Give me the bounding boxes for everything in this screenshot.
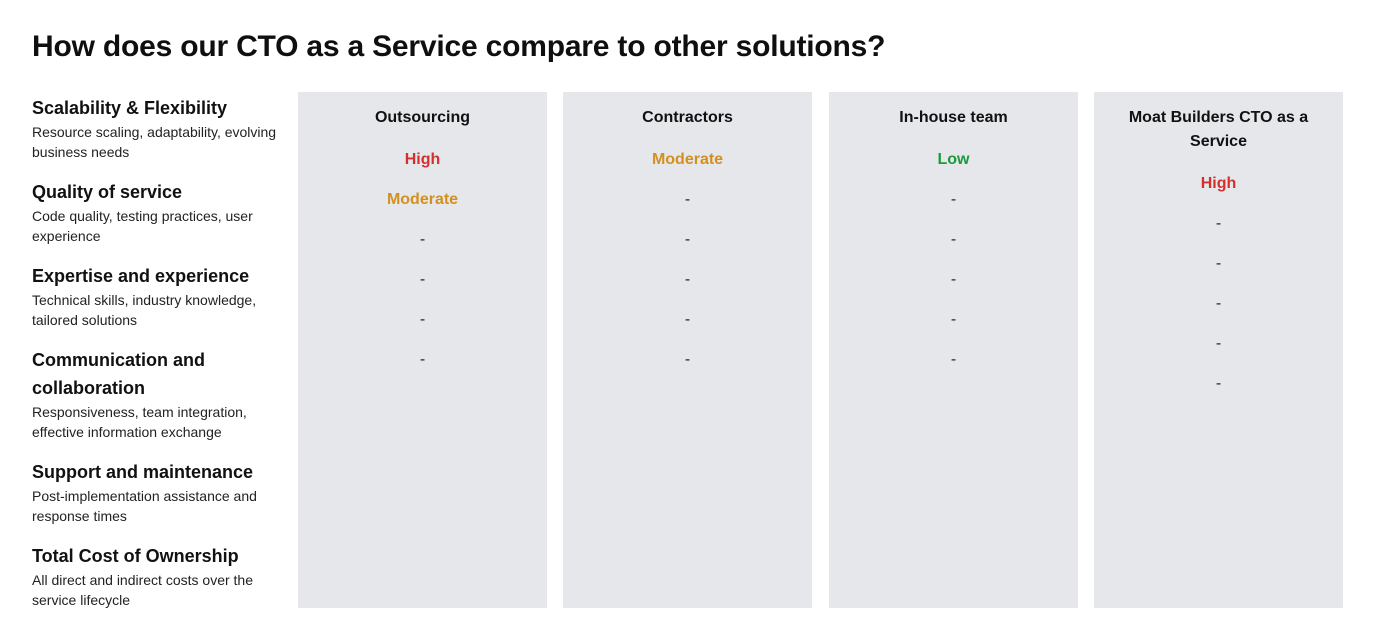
rating-cell: - bbox=[684, 351, 691, 368]
rating-cell: - bbox=[684, 271, 691, 288]
criterion-title: Quality of service bbox=[32, 182, 183, 202]
criterion-title: Total Cost of Ownership bbox=[32, 546, 239, 566]
rating-cell: - bbox=[950, 191, 957, 208]
rating-cell: - bbox=[950, 311, 957, 328]
rating-cell: Moderate bbox=[386, 191, 459, 208]
criterion-title: Communication and collaboration bbox=[32, 350, 206, 398]
rating-cell: - bbox=[1215, 375, 1222, 392]
criterion-expertise: Expertise and experience Technical skill… bbox=[32, 262, 282, 330]
criterion-description: Technical skills, industry knowledge, ta… bbox=[32, 292, 257, 328]
rating-cell: - bbox=[1215, 215, 1222, 232]
page-title: How does our CTO as a Service compare to… bbox=[32, 30, 886, 63]
criterion-scalability: Scalability & Flexibility Resource scali… bbox=[32, 94, 282, 162]
column-header: Outsourcing bbox=[374, 109, 471, 126]
rating-cell: - bbox=[419, 271, 426, 288]
criterion-title: Support and maintenance bbox=[32, 462, 254, 482]
rating-cell: Moderate bbox=[651, 151, 724, 168]
criterion-communication: Communication and collaboration Responsi… bbox=[32, 346, 247, 442]
criterion-description: Code quality, testing practices, user ex… bbox=[32, 208, 253, 244]
criterion-total-cost: Total Cost of Ownership All direct and i… bbox=[32, 542, 282, 610]
rating-cell: - bbox=[419, 351, 426, 368]
rating-cell: - bbox=[684, 231, 691, 248]
criterion-description: Resource scaling, adaptability, evolving… bbox=[32, 124, 277, 160]
rating-cell: - bbox=[1215, 295, 1222, 312]
rating-cell: High bbox=[404, 151, 441, 168]
rating-cell: High bbox=[1200, 175, 1237, 192]
rating-cell: - bbox=[684, 311, 691, 328]
column-header: Contractors bbox=[642, 109, 733, 126]
rating-cell: - bbox=[419, 231, 426, 248]
rating-cell: - bbox=[950, 351, 957, 368]
rating-cell: - bbox=[950, 231, 957, 248]
column-header: Moat Builders CTO as a Service bbox=[1128, 109, 1309, 150]
rating-cell: Low bbox=[937, 151, 970, 168]
criterion-title: Expertise and experience bbox=[32, 266, 250, 286]
rating-cell: - bbox=[684, 191, 691, 208]
rating-cell: - bbox=[1215, 255, 1222, 272]
column-in-house-team: In-house team Low - - - - - bbox=[829, 92, 1078, 608]
criterion-quality: Quality of service Code quality, testing… bbox=[32, 178, 282, 246]
criterion-title: Scalability & Flexibility bbox=[32, 98, 228, 118]
column-outsourcing: Outsourcing High Moderate - - - - bbox=[298, 92, 547, 608]
rating-cell: - bbox=[950, 271, 957, 288]
criterion-support: Support and maintenance Post-implementat… bbox=[32, 458, 282, 526]
rating-cell: - bbox=[419, 311, 426, 328]
rating-cell: - bbox=[1215, 335, 1222, 352]
criterion-description: Responsiveness, team integration, effect… bbox=[32, 404, 247, 440]
criterion-description: All direct and indirect costs over the s… bbox=[32, 572, 253, 608]
column-contractors: Contractors Moderate - - - - - bbox=[563, 92, 812, 608]
column-header: In-house team bbox=[899, 109, 1008, 126]
criterion-description: Post-implementation assistance and respo… bbox=[32, 488, 257, 524]
column-moat-builders-cto: Moat Builders CTO as a Service High - - … bbox=[1094, 92, 1343, 608]
